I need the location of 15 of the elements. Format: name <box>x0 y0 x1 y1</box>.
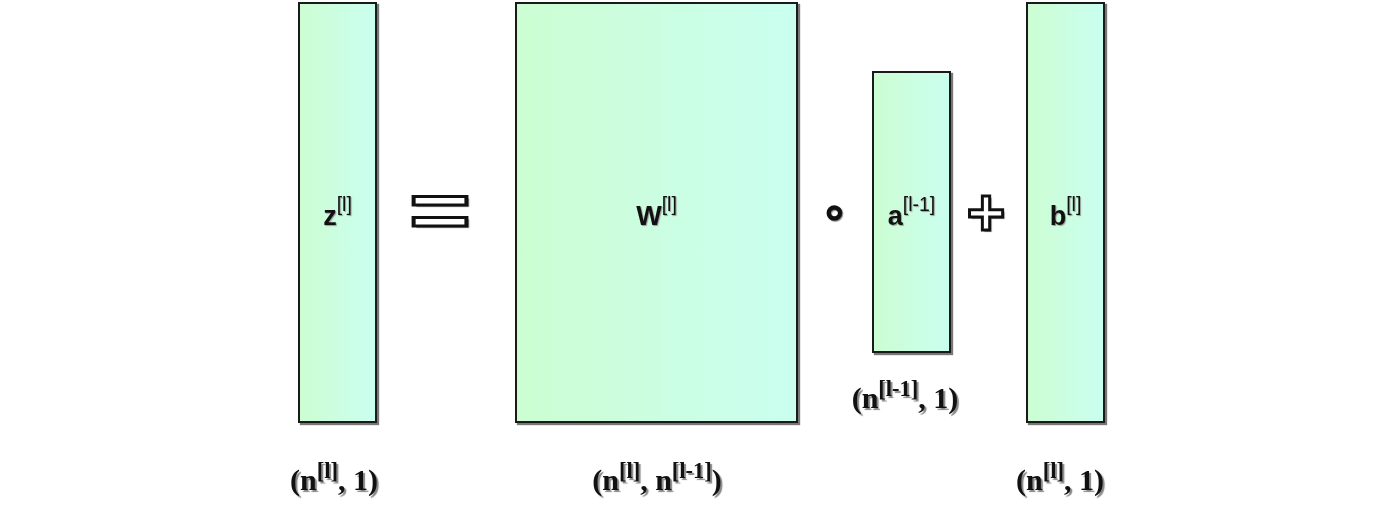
dimension-label: (n$^{[l]}$, 1) <box>290 460 378 496</box>
vector-box <box>872 71 951 353</box>
composition-operator: ∘ <box>819 189 849 235</box>
vector-box <box>1026 2 1105 423</box>
matrix-symbol: a$^{[l-1]}$ <box>887 194 936 230</box>
matrix-symbol: z$^{[l]}$ <box>323 195 352 230</box>
vector-box <box>298 2 377 423</box>
matrix-symbol: W$^{[l]}$ <box>636 195 677 230</box>
matrix-symbol: b$^{[l]}$ <box>1049 195 1082 230</box>
dimension-label: (n$^{[l]}$, n$^{[l-1]}$) <box>592 460 722 496</box>
matrix-box <box>515 2 798 423</box>
dimension-label: (n$^{[l]}$, 1) <box>1016 460 1104 496</box>
dimension-label: (n$^{[l-1]}$, 1) <box>851 378 959 414</box>
equals-sign: = <box>409 171 471 249</box>
plus-sign: + <box>966 179 1006 245</box>
